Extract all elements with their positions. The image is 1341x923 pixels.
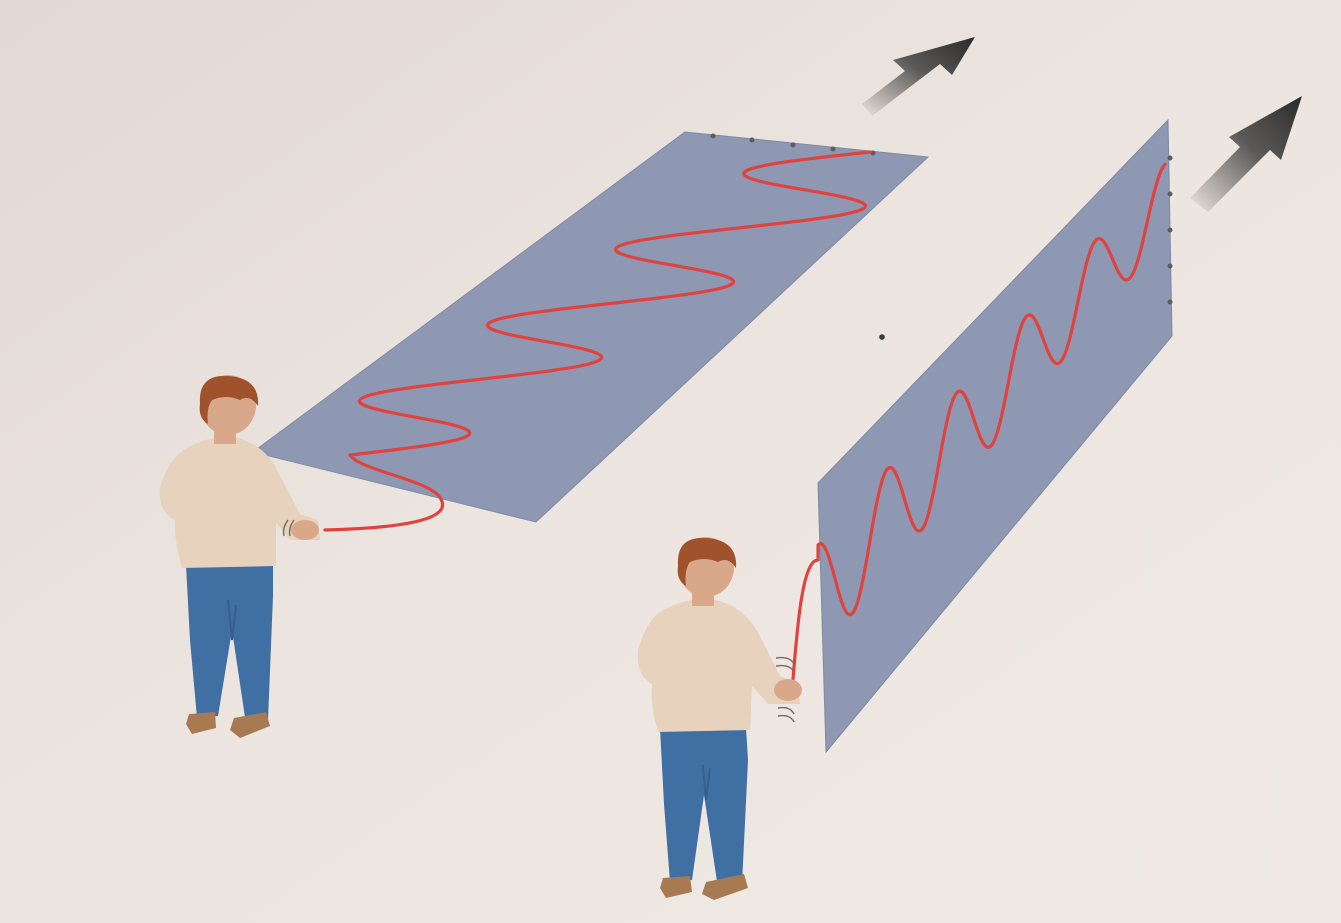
person-left-hand (291, 520, 319, 540)
person-right-hand (774, 679, 802, 701)
dot-marker (879, 334, 885, 340)
